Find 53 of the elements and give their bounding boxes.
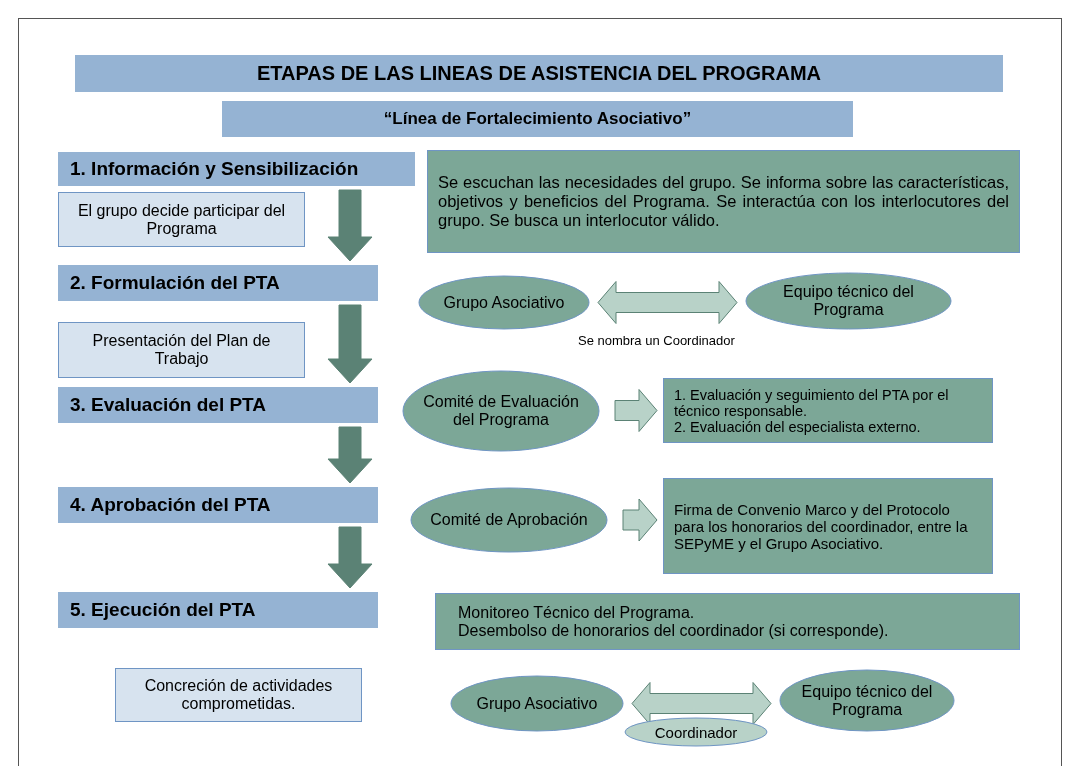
actor-name: Grupo Asociativo — [443, 293, 565, 312]
subtitle-text: “Línea de Fortalecimiento Asociativo” — [382, 109, 693, 129]
title-text: ETAPAS DE LAS LINEAS DE ASISTENCIA DEL PROGRAMA — [255, 62, 823, 85]
description-text: Firma de Convenio Marco y del Protocolo para los honorarios del coordinador, entre la SEPyME y el Grupo Asociativo. — [674, 500, 969, 552]
description-text: 1. Evaluación y seguimiento del PTA por el técnico responsable. — [674, 386, 950, 419]
block-arrow — [327, 526, 373, 589]
note-box — [58, 192, 305, 247]
note-text: El grupo decide participar del Programa — [76, 201, 287, 238]
actor-ellipse — [745, 272, 952, 330]
block-arrow — [327, 304, 373, 384]
note-box — [58, 322, 305, 378]
block-arrow — [327, 426, 373, 484]
description-text: Desembolso de honorarios del coordinador (si corresponde). — [458, 621, 890, 640]
note-text: Concreción de actividades comprometidas. — [143, 677, 334, 713]
role-name: Coordinador — [654, 723, 738, 741]
stage-title: 1. Información y Sensibilización — [70, 158, 360, 180]
stage-bar — [58, 265, 378, 301]
stage-title: 4. Aprobación del PTA — [70, 494, 272, 516]
subtitle-bar — [222, 101, 853, 137]
stage-bar — [58, 387, 378, 423]
note-box — [115, 668, 362, 722]
stage-title: 2. Formulación del PTA — [70, 272, 281, 294]
block-arrow — [597, 281, 738, 324]
title-bar — [75, 55, 1003, 92]
description-text: Se escuchan las necesidades del grupo. Se informa sobre las características, objetivos y beneficios del Programa. Se interactúa con los interlocutores del grupo. Se busca un interlocutor válido. — [438, 173, 1009, 230]
stage-bar — [58, 152, 415, 186]
description-box — [427, 150, 1020, 253]
block-arrow — [327, 189, 373, 262]
actor-ellipse — [410, 487, 608, 553]
actor-name: Equipo técnico del Programa — [782, 283, 915, 319]
note-text: Presentación del Plan de Trabajo — [91, 332, 272, 368]
actor-name: Grupo Asociativo — [476, 694, 598, 713]
note-text: Se nombra un Coordinador — [578, 333, 735, 348]
description-text: Monitoreo Técnico del Programa. — [458, 603, 696, 622]
actor-ellipse — [402, 370, 600, 452]
stage-title: 5. Ejecución del PTA — [70, 599, 257, 621]
description-box — [663, 378, 993, 443]
actor-name: Comité de Aprobación — [430, 511, 588, 529]
stage-bar — [58, 592, 378, 628]
description-box — [663, 478, 993, 574]
actor-ellipse — [450, 675, 624, 732]
description-text: 2. Evaluación del especialista externo. — [674, 418, 922, 435]
role-ellipse — [624, 717, 768, 747]
stage-bar — [58, 487, 378, 523]
actor-name: Comité de Evaluación del Programa — [422, 393, 580, 429]
actor-name: Equipo técnico del Programa — [800, 682, 934, 719]
block-arrow — [631, 682, 772, 725]
description-box — [435, 593, 1020, 650]
block-arrow — [614, 389, 658, 432]
block-arrow — [622, 498, 658, 542]
actor-ellipse — [779, 669, 955, 732]
actor-ellipse — [418, 275, 590, 330]
stage-title: 3. Evaluación del PTA — [70, 394, 268, 416]
